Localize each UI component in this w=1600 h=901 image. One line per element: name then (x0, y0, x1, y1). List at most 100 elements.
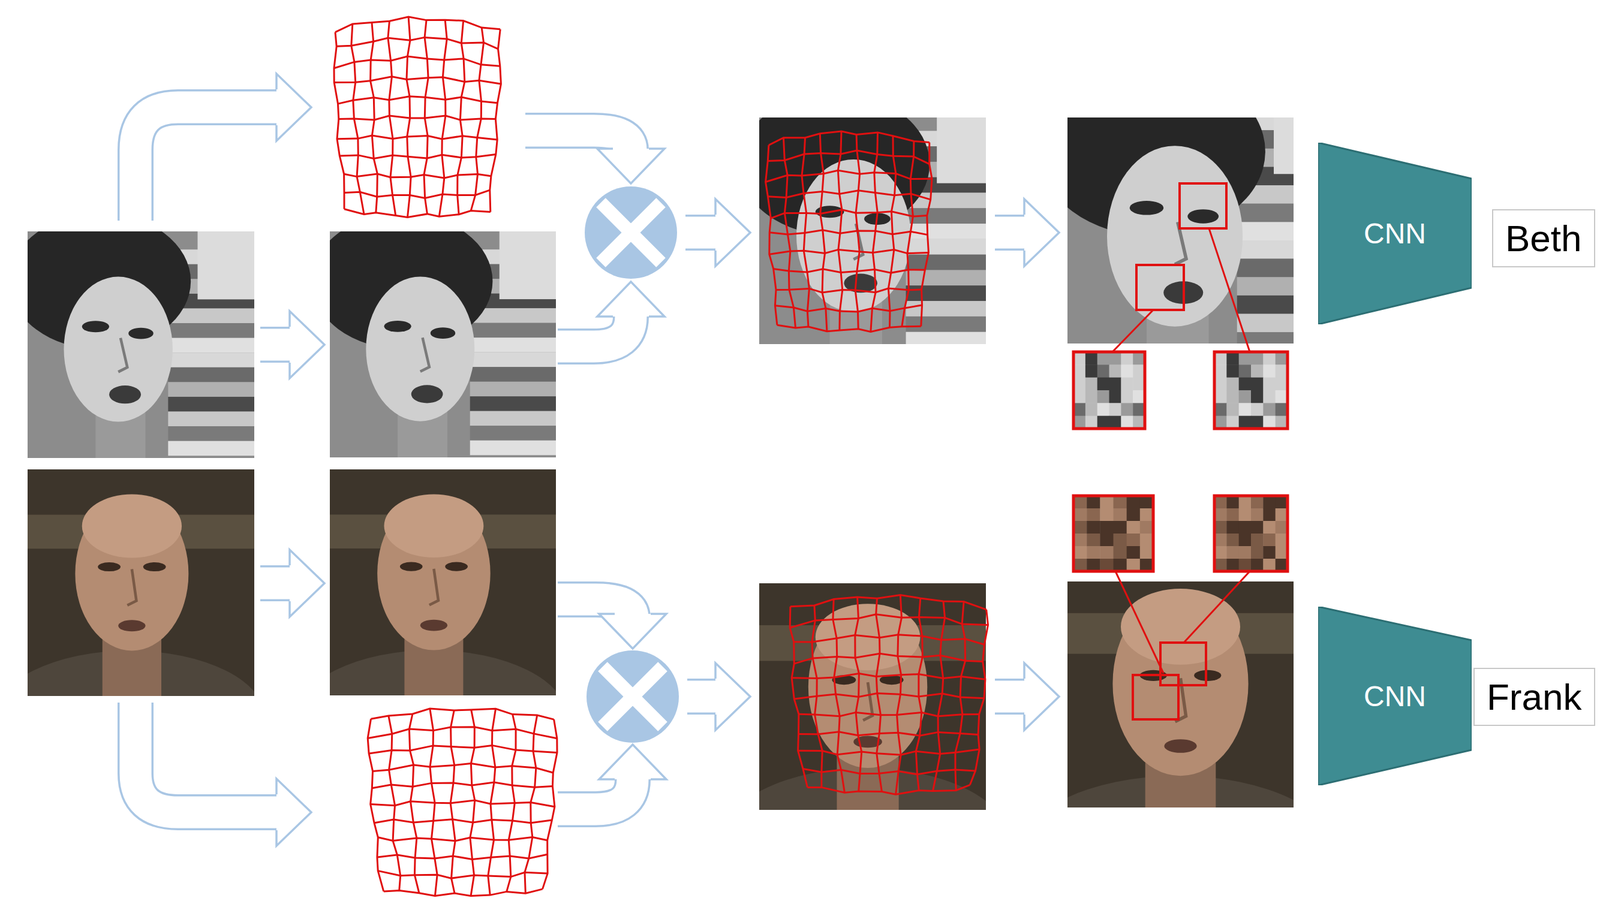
arrow-head-outline (289, 549, 325, 618)
inset-pixel (1262, 495, 1276, 510)
grid-column (765, 145, 778, 326)
grid-column (811, 605, 823, 789)
mouth (411, 385, 444, 403)
inset-pixel (1140, 495, 1154, 510)
inset-pixel (1097, 364, 1110, 378)
inset-pixel (1238, 416, 1252, 430)
flow-arrow (260, 549, 325, 618)
stripe (1237, 259, 1294, 278)
forehead (383, 494, 484, 558)
grid-column (438, 19, 447, 217)
inset-pixel (1226, 521, 1239, 535)
inset-pixel (1113, 546, 1128, 560)
inset-pixel (1126, 508, 1141, 522)
inset-pixel (1099, 508, 1114, 522)
flow-arrow (994, 663, 1060, 731)
background (1067, 117, 1294, 344)
grid-row (765, 170, 932, 182)
inset-pixel (1140, 558, 1154, 573)
arrow-shaft-outline (994, 214, 1025, 251)
stripe (906, 285, 986, 302)
cnn-trapezoid (1318, 142, 1472, 325)
inset-pixel (1214, 377, 1227, 392)
inset-pixel (1086, 508, 1101, 522)
stripe (197, 231, 255, 300)
inset-pixel (1132, 402, 1145, 417)
inset-pixel (1214, 416, 1227, 430)
flow-arrow (687, 663, 751, 731)
inset-pixel (1226, 558, 1239, 573)
grid-row (373, 764, 554, 774)
inset-pixel (1097, 416, 1110, 430)
inset-pixel (1226, 508, 1239, 522)
inset-pixel (1214, 364, 1227, 378)
grid-column (915, 598, 923, 792)
inset-pixel (1120, 364, 1133, 378)
inset-pixel (1226, 416, 1239, 430)
face (63, 277, 173, 423)
arrow-shaft-outline (557, 316, 631, 347)
inset-pixel (1226, 402, 1239, 417)
inset-pixel (1109, 364, 1122, 378)
background (27, 231, 255, 459)
stripe (167, 323, 255, 339)
flow-arrow (557, 281, 665, 347)
stripe (499, 231, 556, 300)
grid-column (388, 20, 396, 216)
forehead (82, 494, 182, 559)
arrow-shaft-outline (260, 565, 291, 602)
inset-pixel (1214, 558, 1227, 573)
inset-pixel (1086, 533, 1101, 547)
arrow-shaft-fill (557, 779, 633, 810)
inset-pixel (1140, 521, 1154, 535)
grid-column (506, 714, 516, 893)
stripe (906, 269, 986, 286)
highlight-box (1136, 265, 1184, 311)
cnn-block: CNN (1318, 142, 1472, 325)
inset-pixel (1250, 521, 1264, 535)
grid-row (767, 150, 929, 165)
grid-column (489, 29, 502, 213)
leader-line (1112, 310, 1154, 353)
grid-row (335, 16, 501, 33)
inset-pixel (1238, 546, 1252, 560)
grid-column (470, 710, 475, 897)
eye (444, 562, 468, 572)
face-photo (27, 231, 255, 459)
deformation-grid (789, 594, 988, 795)
multiply-cross (600, 202, 661, 263)
grid-row (777, 325, 922, 332)
eye (1129, 200, 1165, 216)
inset-pixel (1238, 558, 1252, 573)
inset-border (1073, 495, 1154, 572)
grid-row (769, 249, 929, 255)
inset-pixel (1238, 352, 1252, 366)
inset-pixel (1250, 402, 1264, 417)
grid-row (774, 305, 922, 312)
inset-pixel (1275, 390, 1289, 404)
inset-pixel (1097, 402, 1110, 417)
eye (82, 320, 110, 333)
inset-pixel (1073, 521, 1088, 535)
block-label: CNN (1363, 217, 1427, 251)
grid-column (832, 599, 845, 794)
arrow-head-outline (276, 779, 312, 847)
multiply-cross (600, 202, 661, 263)
grid-row (334, 56, 501, 69)
grid-row (337, 135, 498, 140)
inset-pixel (1120, 416, 1133, 430)
grid-row (773, 269, 926, 274)
flow-arrow (135, 73, 312, 221)
face-photo (329, 231, 556, 458)
inset-pixel (1250, 558, 1264, 573)
inset-pixel (1262, 402, 1276, 417)
flow-arrow (557, 599, 667, 649)
grid-column (876, 598, 883, 792)
inset-pixel (1238, 495, 1252, 510)
multiply-cross (602, 666, 663, 727)
grid-row (789, 614, 988, 629)
inset-pixel (1099, 558, 1114, 573)
stripe (470, 411, 556, 427)
inset-pixel (1275, 416, 1289, 430)
arrow-head-fill (276, 73, 312, 141)
